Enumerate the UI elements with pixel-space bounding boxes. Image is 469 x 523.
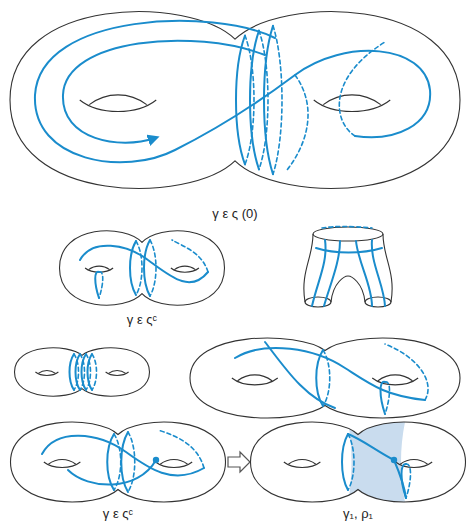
figure-label: γ ε ς (0) — [212, 206, 257, 221]
handle-hole — [396, 462, 433, 467]
curve-back — [339, 42, 385, 136]
curve — [80, 246, 208, 283]
curve — [342, 434, 348, 490]
surface-outline — [10, 12, 460, 189]
curve — [63, 41, 265, 143]
curve-back — [273, 26, 282, 175]
handle-hole — [38, 370, 55, 373]
pants-outline — [383, 234, 392, 302]
handle-hole — [80, 100, 157, 111]
handle-hole — [314, 100, 391, 111]
handle-hole — [48, 460, 75, 465]
curve — [265, 342, 335, 408]
handle-hole — [232, 378, 278, 385]
curve-back — [99, 272, 103, 298]
handle-hole — [288, 460, 315, 465]
handle-hole — [44, 462, 81, 467]
genus-two-surface — [190, 338, 460, 418]
curve — [348, 434, 394, 460]
curve-back — [385, 382, 390, 414]
genus-two-surface — [11, 422, 226, 502]
genus-two-surface — [251, 402, 466, 522]
curve-back — [128, 432, 135, 492]
curve — [42, 436, 204, 476]
curve — [88, 354, 93, 390]
surface-outline — [251, 422, 466, 502]
base-point — [391, 457, 397, 463]
curve — [70, 354, 75, 390]
curve-back — [114, 434, 121, 490]
curve — [264, 26, 273, 175]
curve — [35, 21, 430, 162]
pants-outline — [304, 234, 313, 302]
curve — [381, 382, 386, 414]
surface-outline — [60, 231, 225, 305]
handle-hole — [378, 375, 412, 381]
surface-outline — [15, 348, 150, 396]
genus-two-surface — [10, 12, 460, 189]
curve — [236, 36, 245, 165]
handle-hole — [108, 370, 125, 373]
handle-hole — [89, 266, 110, 270]
curve-back — [348, 434, 354, 490]
curve — [250, 31, 259, 170]
surface-outline — [11, 422, 226, 502]
handle-hole — [160, 460, 187, 465]
curve-back — [287, 75, 308, 170]
curve-back — [385, 344, 428, 400]
curve — [316, 248, 382, 253]
curve-back — [92, 354, 97, 390]
curve-back — [158, 430, 204, 468]
genus-two-surface — [15, 348, 150, 396]
base-point — [153, 457, 159, 463]
implication-arrow — [228, 452, 250, 472]
boundary-circle — [365, 297, 391, 307]
handle-hole — [89, 95, 146, 105]
curve-back — [172, 240, 208, 272]
figure-label: γ ε ςᶜ — [127, 312, 157, 327]
curve — [82, 354, 87, 390]
curve — [76, 354, 81, 390]
genus-two-surface — [60, 231, 225, 305]
curve — [130, 241, 136, 295]
handle-hole — [174, 266, 195, 270]
pair-of-pants — [304, 227, 392, 308]
curve — [394, 460, 406, 498]
curve — [316, 350, 323, 406]
figure-label: γ ε ςᶜ — [103, 506, 133, 521]
handle-hole — [284, 462, 321, 467]
handle-hole — [372, 378, 418, 385]
curve — [144, 240, 150, 296]
curve-back — [136, 241, 142, 295]
curve-back — [150, 240, 156, 296]
shaded-region — [344, 402, 410, 522]
handle-hole — [323, 95, 380, 105]
curve-back — [406, 464, 411, 498]
curve-back — [322, 227, 372, 229]
handle-hole — [156, 462, 193, 467]
curve — [235, 348, 425, 400]
curve — [68, 460, 156, 485]
pants-outline — [331, 276, 365, 302]
surface-outline — [190, 338, 460, 418]
curve — [95, 272, 99, 298]
figure-label: γ₁, ρ₁ — [343, 506, 373, 521]
handle-hole — [238, 375, 272, 381]
boundary-circle — [313, 227, 383, 241]
